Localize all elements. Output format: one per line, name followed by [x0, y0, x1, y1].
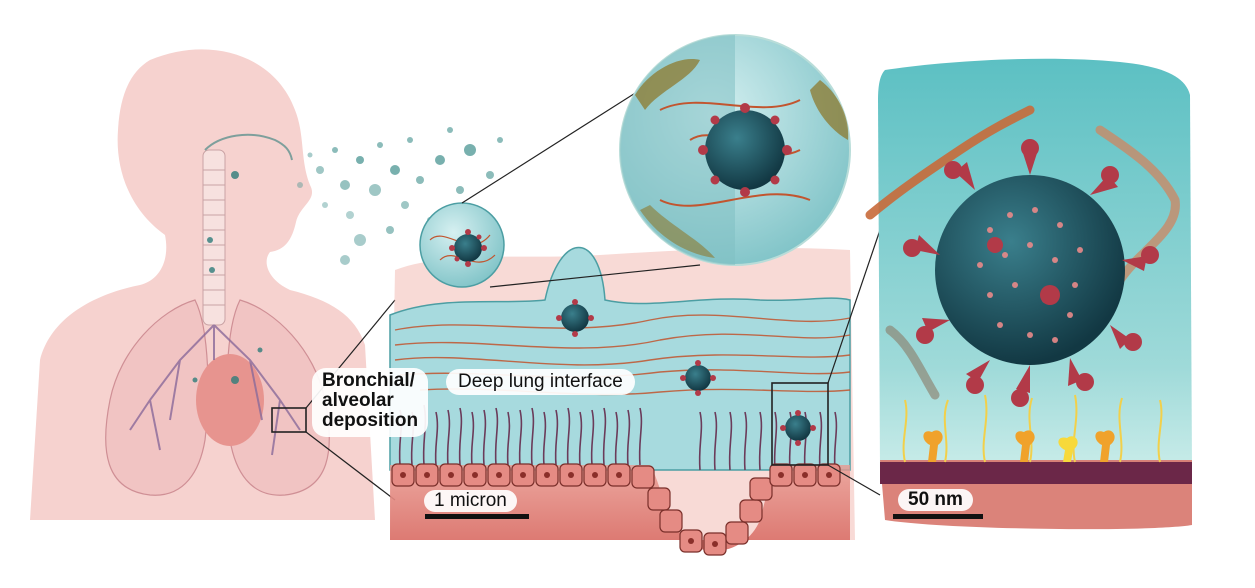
heart [196, 354, 264, 446]
human-silhouette [30, 49, 396, 521]
epithelial-cells [390, 463, 850, 556]
deposition-label-line3: deposition [322, 409, 419, 431]
large-virus [935, 175, 1125, 365]
deposition-label-line2: alveolar [322, 389, 394, 411]
aerosol-droplet-with-virus [419, 202, 505, 288]
droplet-cross-section [461, 34, 851, 288]
nm-scale-label: 50 nm [898, 489, 973, 511]
deep-lung-label: Deep lung interface [446, 369, 635, 395]
deposition-label: Bronchial/ alveolar deposition [312, 368, 429, 437]
deposition-label-line1: Bronchial/ [322, 370, 415, 391]
scale-bar-nm [893, 514, 983, 519]
trachea [202, 149, 226, 326]
bronchial-tree [129, 324, 301, 456]
virus-in-mucus [556, 299, 816, 446]
mucus-layer [389, 246, 851, 471]
deep-lung-label-text: Deep lung interface [458, 371, 623, 392]
glycocalyx [902, 394, 1163, 463]
micron-scale-label: 1 micron [424, 490, 517, 512]
scale-bar-micron [425, 514, 529, 519]
nanoscale-panel [865, 58, 1192, 530]
cilia [398, 404, 838, 471]
nm-scale-text: 50 nm [908, 489, 963, 510]
deposition-zoom-box [271, 407, 307, 433]
interface-zoom-box [771, 382, 829, 466]
micron-scale-text: 1 micron [434, 490, 507, 511]
spike-proteins [903, 139, 1159, 407]
